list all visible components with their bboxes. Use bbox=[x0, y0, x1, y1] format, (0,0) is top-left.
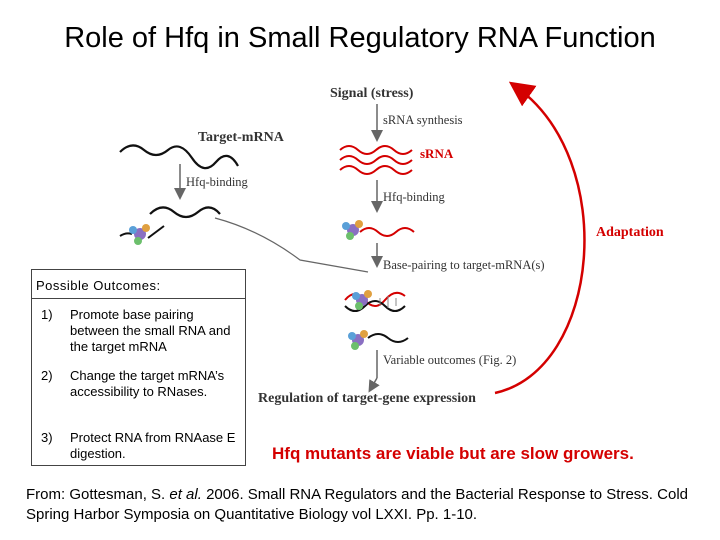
outcome-text: Change the target mRNA’s accessibility t… bbox=[70, 368, 225, 399]
target-mrna-label: Target-mRNA bbox=[198, 130, 285, 145]
base-pairing-label: Base-pairing to target-mRNA(s) bbox=[383, 258, 545, 272]
target-mrna-strand bbox=[119, 144, 239, 170]
variable-outcomes-label: Variable outcomes (Fig. 2) bbox=[383, 353, 516, 367]
adaptation-feedback-arrow bbox=[494, 81, 586, 395]
base-paired-complex bbox=[344, 290, 409, 350]
regulation-label: Regulation of target-gene expression bbox=[258, 391, 476, 406]
hfq-srna-complex-right bbox=[342, 220, 415, 240]
citation-suffix: 2006. Small RNA Regulators and the Bacte… bbox=[26, 486, 688, 523]
merge-line bbox=[214, 217, 369, 273]
outcomes-divider bbox=[32, 298, 245, 299]
srna-waves bbox=[339, 145, 413, 175]
outcome-text: Protect RNA from RNAase E digestion. bbox=[70, 430, 236, 461]
hfq-binding-right-label: Hfq-binding bbox=[383, 190, 446, 204]
outcome-number: 1) bbox=[41, 307, 53, 322]
adaptation-label: Adaptation bbox=[596, 225, 664, 240]
srna-label: sRNA bbox=[420, 146, 454, 161]
srna-synthesis-label: sRNA synthesis bbox=[383, 113, 463, 127]
hfq-binding-left-label: Hfq-binding bbox=[186, 175, 249, 189]
slide-title: Role of Hfq in Small Regulatory RNA Func… bbox=[64, 22, 656, 54]
mutants-note: Hfq mutants are viable but are slow grow… bbox=[272, 444, 634, 463]
possible-outcomes-box: Possible Outcomes: 1) Promote base pairi… bbox=[31, 269, 246, 466]
outcome-text: Promote base pairing between the small R… bbox=[70, 307, 231, 354]
citation-prefix: From: Gottesman, S. bbox=[26, 486, 170, 503]
citation: From: Gottesman, S. et al. 2006. Small R… bbox=[26, 485, 706, 525]
citation-etal: et al. bbox=[169, 486, 202, 503]
outcome-number: 3) bbox=[41, 430, 53, 445]
outcomes-header: Possible Outcomes: bbox=[36, 278, 161, 293]
hfq-mrna-complex-left bbox=[119, 206, 221, 245]
signal-label: Signal (stress) bbox=[330, 86, 414, 101]
outcome-number: 2) bbox=[41, 368, 53, 383]
